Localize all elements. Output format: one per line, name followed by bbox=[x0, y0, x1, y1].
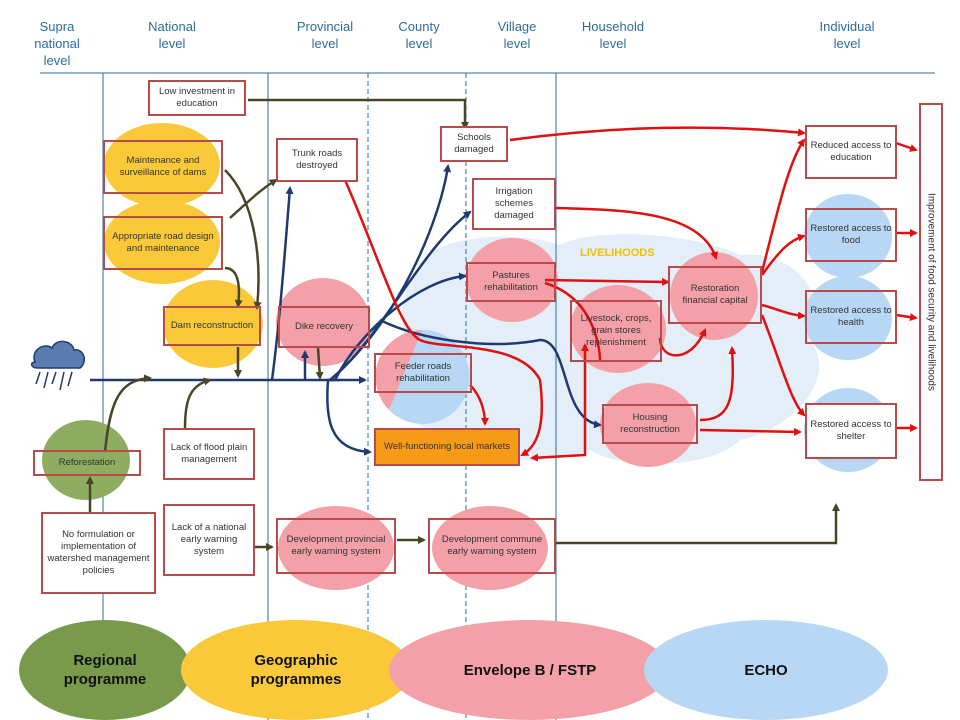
box-reforestation: Reforestation bbox=[33, 450, 141, 476]
red-arrows bbox=[343, 126, 918, 462]
olive-arrows bbox=[86, 98, 840, 551]
circle-food bbox=[804, 194, 892, 278]
box-outcome: Improvement of food security and livelih… bbox=[919, 103, 943, 481]
box-maintenance: Maintenance and surveillance of dams bbox=[103, 140, 223, 194]
livelihoods-label: LIVELIHOODS bbox=[580, 247, 655, 259]
box-restored-health: Restored access to health bbox=[805, 290, 897, 344]
level-county: County level bbox=[398, 19, 440, 51]
navy-arrows bbox=[90, 164, 602, 456]
box-markets: Well-functioning local markets bbox=[374, 428, 520, 466]
circle-maintenance bbox=[104, 123, 220, 207]
oval-envelope bbox=[389, 620, 669, 720]
box-pastures: Pastures rehabilitation bbox=[466, 262, 556, 302]
programme-regional: Regional programme bbox=[63, 652, 147, 688]
box-feeder-roads: Feeder roads rehabilitation bbox=[374, 353, 472, 393]
oval-geographic bbox=[181, 620, 411, 720]
circle-dev-commune bbox=[432, 506, 548, 590]
box-dike-recovery: Dike recovery bbox=[278, 306, 370, 348]
box-dev-provincial: Development provincial early warning sys… bbox=[276, 518, 396, 574]
box-housing: Housing reconstruction bbox=[602, 404, 698, 444]
programme-geographic: Geographic programmes bbox=[250, 652, 342, 688]
box-road-design: Appropriate road design and maintenance bbox=[103, 216, 223, 270]
circle-dike bbox=[276, 278, 370, 366]
level-individual: Individual level bbox=[819, 19, 875, 51]
box-flood-plain: Lack of flood plain management bbox=[163, 428, 255, 480]
box-irrigation: Irrigation schemes damaged bbox=[472, 178, 556, 230]
circle-feeder-pink bbox=[375, 330, 422, 410]
rain-cloud-icon bbox=[30, 340, 85, 391]
level-supra: Supra national level bbox=[34, 19, 80, 68]
circle-livestock bbox=[570, 285, 666, 373]
circle-restoration bbox=[670, 252, 758, 340]
programme-echo: ECHO bbox=[744, 661, 788, 679]
level-household: Household level bbox=[581, 19, 645, 51]
level-provincial: Provincial level bbox=[296, 19, 354, 51]
box-reduced-education: Reduced access to education bbox=[805, 125, 897, 179]
circle-dev-provincial bbox=[278, 506, 394, 590]
box-restoration: Restoration financial capital bbox=[668, 266, 762, 324]
box-no-formulation: No formulation or implementation of wate… bbox=[41, 512, 156, 594]
level-village: Village level bbox=[497, 19, 537, 51]
programme-envelope: Envelope B / FSTP bbox=[463, 661, 597, 679]
circle-road-design bbox=[104, 200, 220, 284]
box-low-investment: Low investment in education bbox=[148, 80, 246, 116]
box-dam-reconstruction: Dam reconstruction bbox=[163, 306, 261, 346]
box-livestock: Livestock, crops, grain stores replenish… bbox=[570, 300, 662, 362]
circle-health bbox=[804, 276, 892, 360]
oval-regional bbox=[19, 620, 191, 720]
oval-echo bbox=[644, 620, 888, 720]
box-schools-damaged: Schools damaged bbox=[440, 126, 508, 162]
box-dev-commune: Development commune early warning system bbox=[428, 518, 556, 574]
level-national: National level bbox=[148, 19, 196, 51]
circle-reforestation bbox=[42, 420, 130, 500]
box-restored-food: Restored access to food bbox=[805, 208, 897, 262]
box-restored-shelter: Restored access to shelter bbox=[805, 403, 897, 459]
outcome-label: Improvement of food security and livelih… bbox=[925, 193, 937, 391]
box-trunk-roads: Trunk roads destroyed bbox=[276, 138, 358, 182]
box-early-warning: Lack of a national early warning system bbox=[163, 504, 255, 576]
